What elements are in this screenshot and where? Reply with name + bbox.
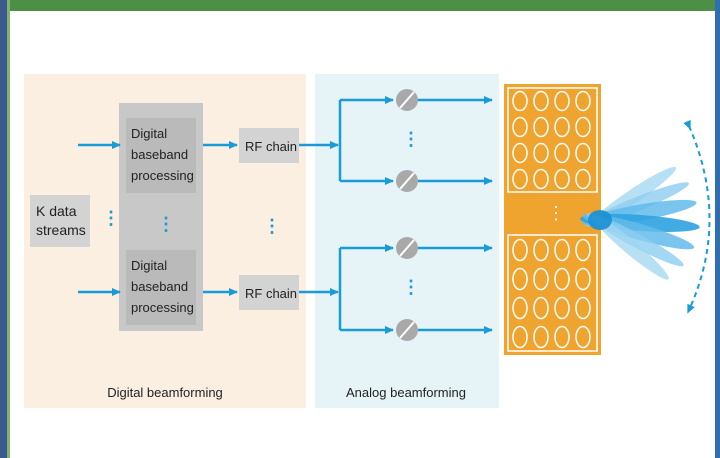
antenna-element: [533, 267, 549, 291]
phase-shifter-1: [396, 89, 418, 111]
rf-dots: ⋮: [263, 216, 281, 236]
beam-steering-arc: [683, 119, 711, 314]
bb-top-line1: Digital: [131, 126, 167, 141]
antenna-element: [512, 296, 528, 320]
antenna-element: [512, 325, 528, 349]
beam-pattern: [580, 166, 700, 280]
analog-beamforming-label: Analog beamforming: [346, 385, 466, 400]
rf-chain-top: [239, 128, 299, 163]
antenna-element: [512, 238, 528, 262]
rf-chain-bottom-label: RF chain: [245, 286, 297, 301]
antenna-element: [554, 116, 570, 138]
data-streams-label-line1: K data: [36, 203, 77, 219]
antenna-element: [575, 116, 591, 138]
shifter-dots-top: ⋮: [402, 129, 420, 149]
antenna-element: [554, 238, 570, 262]
frame-left-accent: [7, 0, 10, 458]
antenna-element: [575, 267, 591, 291]
antenna-element: [575, 168, 591, 190]
bb-bottom-line3: processing: [131, 300, 194, 315]
antenna-element: [554, 168, 570, 190]
bb-bottom-line1: Digital: [131, 258, 167, 273]
phase-shifter-4: [396, 319, 418, 341]
antenna-element: [512, 267, 528, 291]
antenna-element: [533, 168, 549, 190]
antenna-element: [575, 90, 591, 112]
bb-top-line3: processing: [131, 168, 194, 183]
antenna-element: [554, 325, 570, 349]
antenna-element: [554, 90, 570, 112]
bb-dots: ⋮: [157, 214, 175, 234]
antenna-elements-bottom: [512, 238, 591, 349]
frame-top-border: [0, 0, 720, 11]
antenna-element: [575, 142, 591, 164]
digital-baseband-top-block: [126, 118, 196, 193]
antenna-element: [554, 142, 570, 164]
antenna-element: [512, 142, 528, 164]
phase-shifter-2: [396, 170, 418, 192]
shifter-dots-bottom: ⋮: [402, 277, 420, 297]
data-streams-label-line2: streams: [36, 222, 86, 238]
antenna-element: [512, 116, 528, 138]
rf-chain-top-label: RF chain: [245, 139, 297, 154]
bb-top-line2: baseband: [131, 147, 188, 162]
antenna-element: [575, 325, 591, 349]
data-streams-block: [30, 195, 90, 247]
antenna-element: [533, 238, 549, 262]
bb-bottom-line2: baseband: [131, 279, 188, 294]
antenna-subarray-bottom: [507, 234, 598, 352]
array-dots: ⋮: [547, 203, 565, 223]
antenna-element: [533, 296, 549, 320]
antenna-element: [575, 238, 591, 262]
antenna-element: [533, 90, 549, 112]
antenna-element: [533, 325, 549, 349]
digital-beamforming-label: Digital beamforming: [107, 385, 223, 400]
antenna-element: [554, 296, 570, 320]
frame-left-border: [0, 0, 7, 458]
antenna-element: [512, 90, 528, 112]
antenna-element: [533, 142, 549, 164]
antenna-subarray-top: [507, 87, 598, 193]
phase-shifter-3: [396, 237, 418, 259]
digital-baseband-bottom-block: [126, 250, 196, 325]
antenna-element: [512, 168, 528, 190]
antenna-element: [533, 116, 549, 138]
antenna-element: [575, 296, 591, 320]
antenna-element: [554, 267, 570, 291]
antenna-elements-top: [512, 90, 591, 190]
streams-dots: ⋮: [102, 208, 120, 228]
rf-chain-bottom: [239, 275, 299, 310]
frame-right-border: [715, 0, 720, 458]
